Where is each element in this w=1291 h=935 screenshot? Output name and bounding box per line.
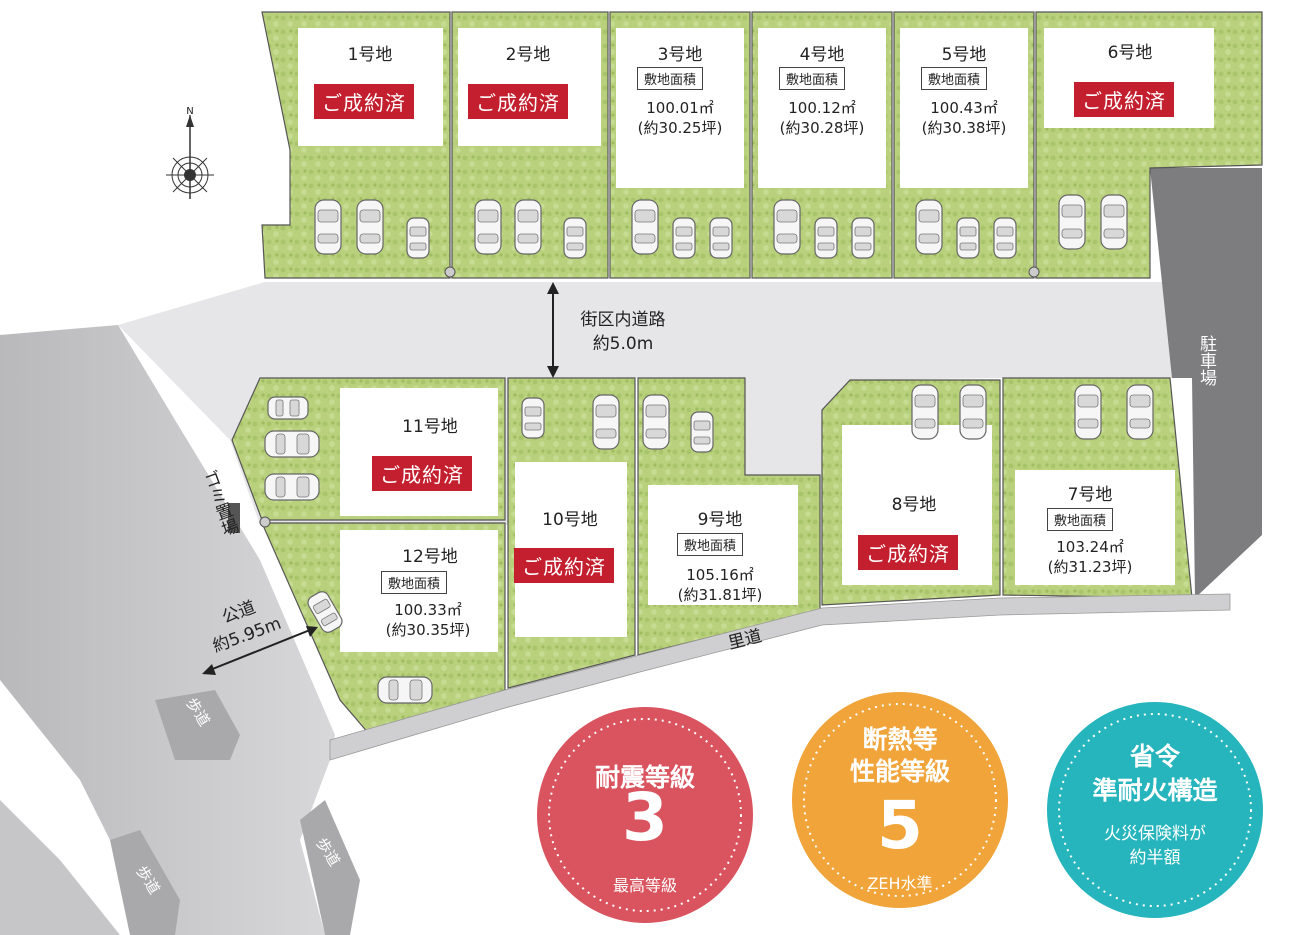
badge-insulation-value: 5 — [877, 787, 923, 864]
lot-12-area-label: 敷地面積 — [381, 571, 448, 594]
badge-fire-sub: 火災保険料が約半額 — [1104, 824, 1206, 868]
lot-1-sold-badge: ご成約済 — [314, 84, 414, 119]
lot-1-name: 1号地 — [347, 45, 393, 65]
sidewalk-right — [300, 800, 360, 935]
lot-3-name: 3号地 — [657, 45, 703, 65]
compass-icon — [166, 115, 214, 199]
badge-insulation-sub: ZEH水準 — [867, 874, 933, 893]
badge-seismic-sub: 最高等級 — [612, 876, 677, 895]
badge-fire-title: 省令準耐火構造 — [1092, 742, 1218, 805]
lot-3-area-label: 敷地面積 — [637, 67, 704, 90]
lot-10-name: 10号地 — [542, 510, 598, 530]
lot-2-name: 2号地 — [505, 45, 551, 65]
compass-north-label: N — [186, 106, 194, 117]
lot-11-name: 11号地 — [402, 417, 458, 437]
lot-6-sold-badge: ご成約済 — [1074, 82, 1174, 117]
sato-road — [329, 593, 1231, 761]
public-road — [0, 325, 335, 935]
lot-12-name: 12号地 — [402, 547, 458, 567]
lot-3-area: 100.01㎡(約30.25坪) — [637, 99, 723, 137]
badge-insulation-title: 断熱等性能等級 — [849, 725, 950, 786]
lot-10-sold-badge: ご成約済 — [514, 548, 614, 583]
lot-7-area-label: 敷地面積 — [1047, 508, 1114, 531]
lot-7-name: 7号地 — [1067, 485, 1113, 505]
lot-5-area-label: 敷地面積 — [921, 67, 988, 90]
lot-8-name: 8号地 — [891, 495, 937, 515]
lot-12-area: 100.33㎡(約30.35坪) — [385, 601, 471, 639]
lot-9-area-label: 敷地面積 — [677, 533, 744, 556]
parking-label: 駐車場 — [1196, 335, 1216, 386]
lot-8-sold-badge: ご成約済 — [858, 535, 958, 570]
lot-5-name: 5号地 — [941, 45, 987, 65]
lot-9-name: 9号地 — [697, 510, 743, 530]
lot-4-area-label: 敷地面積 — [779, 67, 846, 90]
lot-4-area: 100.12㎡(約30.28坪) — [779, 99, 865, 137]
garbage-box — [228, 503, 240, 533]
parking-lot — [1150, 168, 1262, 598]
lot-5-area: 100.43㎡(約30.38坪) — [921, 99, 1007, 137]
lot-6-name: 6号地 — [1107, 43, 1153, 63]
badge-seismic-value: 3 — [622, 779, 668, 856]
badge-seismic-title: 耐震等級 — [594, 763, 695, 792]
lot-11-sold-badge: ご成約済 — [372, 456, 472, 491]
sidewalk-upper — [155, 690, 240, 760]
lot-2-sold-badge: ご成約済 — [468, 84, 568, 119]
internal-road-label: 街区内道路約5.0m — [580, 310, 666, 354]
lot-7-area: 103.24㎡(約31.23坪) — [1047, 538, 1133, 576]
lot-9-area: 105.16㎡(約31.81坪) — [677, 566, 763, 604]
lot-4-name: 4号地 — [799, 45, 845, 65]
sidewalk-left — [110, 830, 180, 935]
